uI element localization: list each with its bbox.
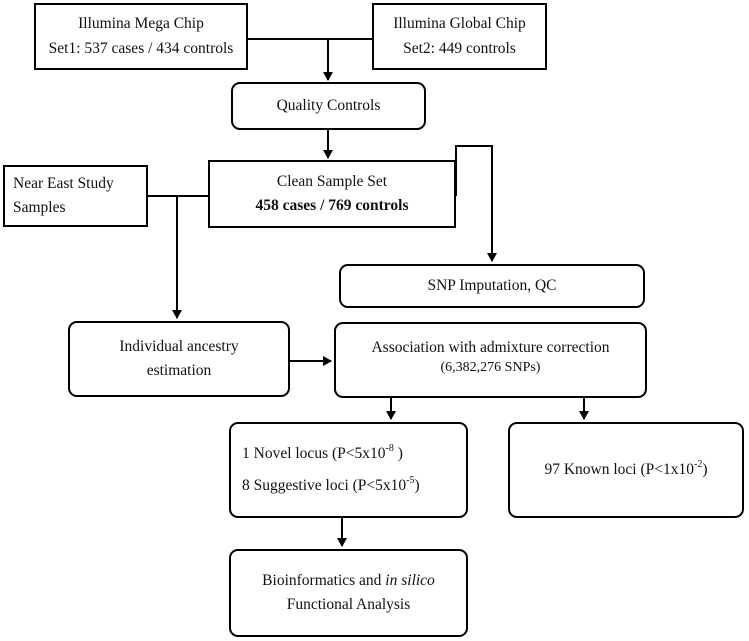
box-bioinformatics: Bioinformatics and in silico Functional … — [229, 549, 468, 637]
novel-prefix: 1 Novel locus (P<5x10 — [242, 444, 386, 462]
box-association-admixture: Association with admixture correction (6… — [334, 322, 647, 398]
suggestive-exponent: -5 — [406, 474, 415, 486]
ancestry-line1: Individual ancestry — [119, 337, 239, 355]
snp-imputation-label: SNP Imputation, QC — [427, 276, 557, 294]
bioinformatics-prefix: Bioinformatics and — [262, 571, 386, 589]
box-illumina-global-chip: Illumina Global Chip Set2: 449 controls — [372, 3, 547, 70]
association-line1: Association with admixture correction — [371, 339, 610, 356]
suggestive-loci-line: 8 Suggestive loci (P<5x10-5) — [242, 474, 420, 498]
near-east-line1: Near East Study — [13, 174, 114, 192]
mega-chip-title: Illumina Mega Chip — [78, 15, 204, 33]
global-chip-set: Set2: 449 controls — [403, 39, 516, 57]
suggestive-suffix: ) — [414, 477, 420, 494]
known-exponent: -2 — [694, 458, 703, 470]
global-chip-title: Illumina Global Chip — [393, 15, 526, 33]
box-ancestry-estimation: Individual ancestry estimation — [68, 321, 290, 397]
known-suffix: ) — [702, 460, 708, 478]
clean-set-title: Clean Sample Set — [276, 172, 388, 190]
near-east-line2: Samples — [13, 199, 66, 216]
novel-suffix: ) — [393, 444, 403, 462]
box-illumina-mega-chip: Illumina Mega Chip Set1: 537 cases / 434… — [34, 3, 248, 70]
in-silico-italic: in silico — [385, 571, 435, 589]
known-loci-line: 97 Known loci (P<1x10-2) — [544, 458, 707, 482]
known-prefix: 97 Known loci (P<1x10 — [544, 460, 694, 478]
box-quality-controls: Quality Controls — [231, 82, 426, 130]
novel-locus-line: 1 Novel locus (P<5x10-8 ) — [242, 442, 403, 466]
mega-chip-set: Set1: 537 cases / 434 controls — [48, 39, 234, 57]
association-line2: (6,382,276 SNPs) — [440, 360, 541, 376]
quality-controls-label: Quality Controls — [276, 96, 381, 114]
box-snp-imputation: SNP Imputation, QC — [339, 264, 645, 308]
clean-set-counts: 458 cases / 769 controls — [255, 197, 409, 214]
bioinformatics-line2: Functional Analysis — [286, 596, 411, 613]
novel-exponent: -8 — [385, 442, 394, 454]
box-clean-sample-set: Clean Sample Set 458 cases / 769 control… — [208, 160, 456, 228]
bioinformatics-line1: Bioinformatics and in silico — [262, 569, 435, 593]
ancestry-line2: estimation — [146, 362, 212, 379]
suggestive-prefix: 8 Suggestive loci (P<5x10 — [242, 477, 407, 494]
box-known-loci: 97 Known loci (P<1x10-2) — [508, 422, 744, 518]
arrow-to-snp-imputation — [455, 145, 497, 262]
box-near-east-samples: Near East Study Samples — [3, 165, 148, 227]
box-novel-suggestive-loci: 1 Novel locus (P<5x10-8 ) 8 Suggestive l… — [229, 422, 468, 518]
